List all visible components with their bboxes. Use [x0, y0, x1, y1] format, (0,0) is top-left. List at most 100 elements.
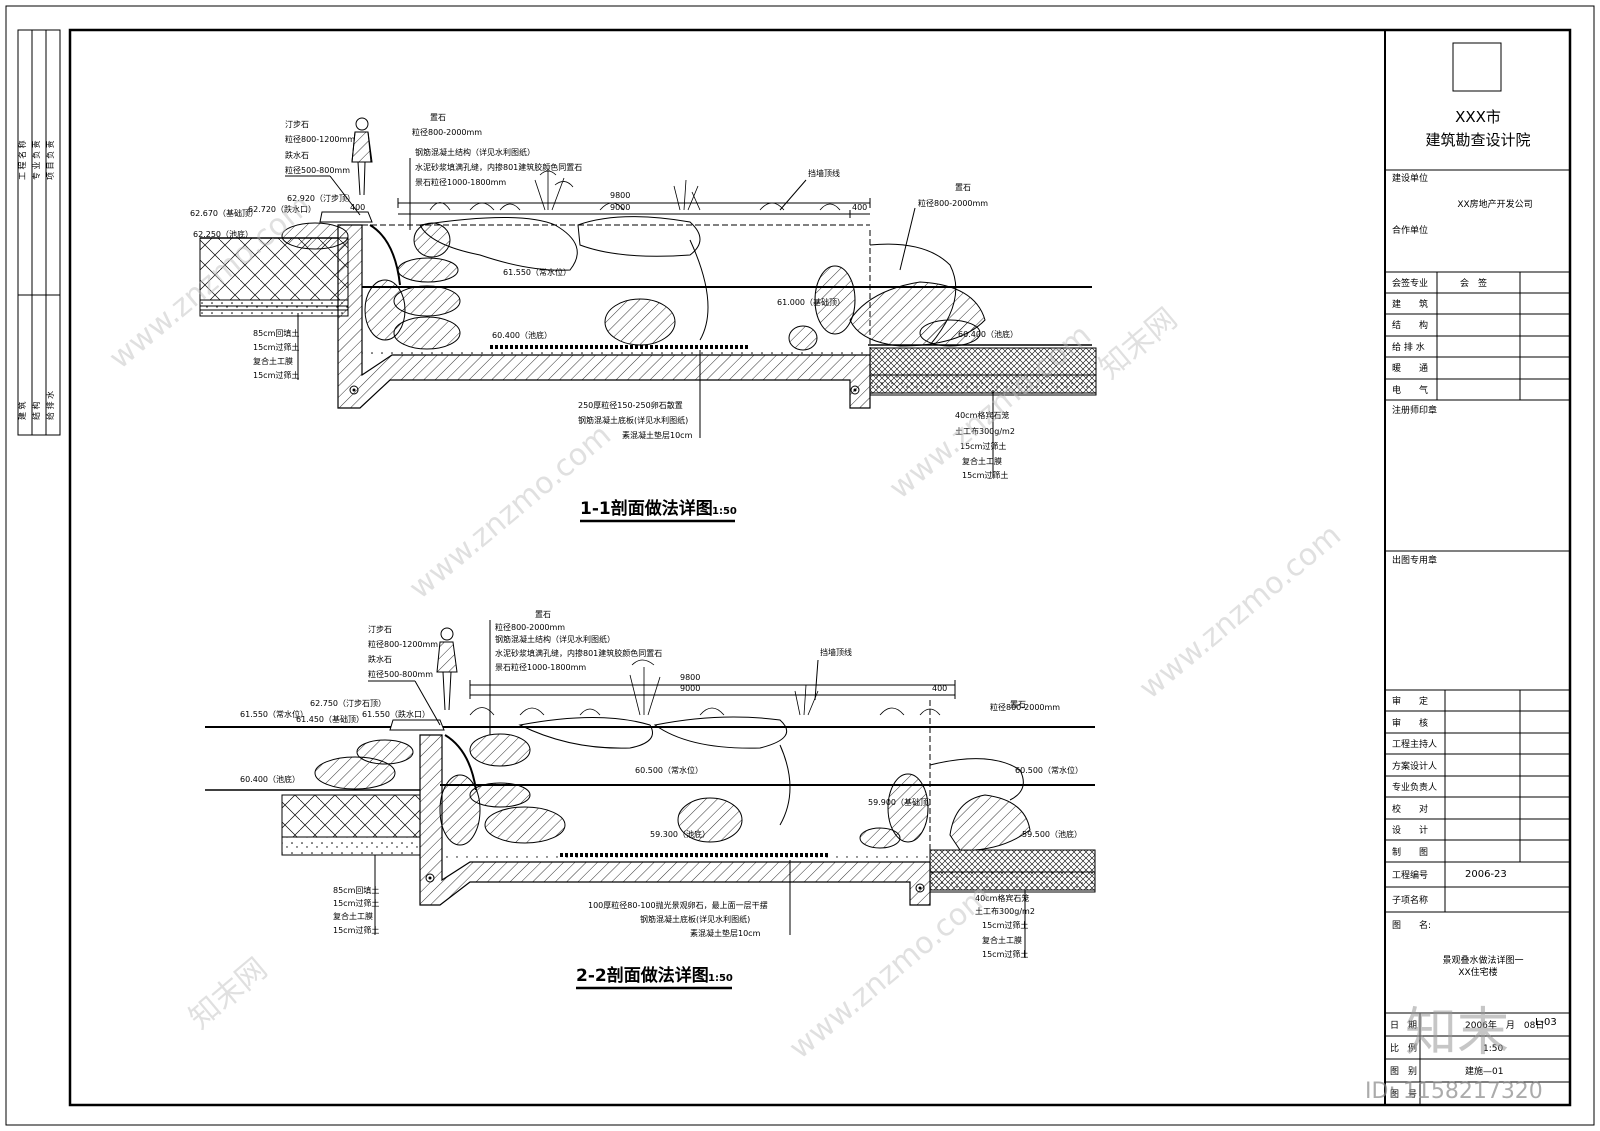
s2-right-3: 15cm过筛土	[982, 920, 1028, 930]
s2-bottom-1: 100厚粒径80-100抛光景观卵石，最上面一层干摆	[588, 900, 768, 910]
s2-stepping-size: 粒径800-1200mm	[368, 639, 438, 649]
strip-text-4: 建 筑	[17, 401, 27, 420]
strip-text-5: 结 构	[31, 401, 41, 420]
scale-value: 1:50	[1483, 1044, 1503, 1054]
partner-label: 合作单位	[1392, 224, 1428, 236]
s2-el-61550b: 61.550（跌水口）	[362, 709, 430, 719]
s2-right-5: 15cm过筛土	[982, 949, 1028, 959]
appr-7: 设 计	[1392, 824, 1428, 836]
watermark-brand-2: 知末网	[1093, 301, 1184, 386]
appr-2: 审 核	[1392, 717, 1428, 729]
disc-hvac: 暖 通	[1392, 362, 1428, 374]
s2-el-60400: 60.400（池底）	[240, 774, 300, 784]
person-figure-2	[436, 627, 458, 711]
s2-bottom-2: 钢筋混凝土底板(详见水利图纸)	[640, 914, 750, 924]
s2-el-59300: 59.300（池底）	[650, 829, 710, 839]
s2-left-layer-2: 15cm过筛土	[333, 898, 379, 908]
s2-bottom-3: 素混凝土垫层10cm	[690, 928, 761, 938]
s2-landscape: 景石粒径1000-1800mm	[495, 662, 586, 672]
s1-mortar: 水泥砂浆填满孔缝，内掺801建筑胶颜色同置石	[415, 162, 582, 172]
s1-stepping: 汀步石	[285, 120, 309, 129]
s2-el-61550a: 61.550（常水位）	[240, 709, 308, 719]
watermark-id: ID: 1158217320	[1365, 1079, 1543, 1104]
subitem-label: 子项名称	[1392, 894, 1428, 906]
s1-dim-400a: 400	[350, 203, 365, 212]
s1-landscape: 景石粒径1000-1800mm	[415, 177, 506, 187]
date-label: 日 期	[1390, 1020, 1417, 1031]
s2-right-2: 土工布300g/m2	[975, 906, 1035, 916]
strip-text-1: 工 程 名 称	[17, 140, 27, 180]
project-no-label: 工程编号	[1392, 869, 1428, 881]
section-1-drawing: 9800 9000 400 400 汀步石 粒径800-1200mm 跌水石 粒…	[190, 113, 1097, 523]
s1-el-62920: 62.920（汀步顶）	[287, 194, 355, 203]
client-value: XX房地产开发公司	[1457, 198, 1532, 210]
watermark-logo: 知末	[1405, 1003, 1509, 1063]
s1-wall-top: 挡墙顶线	[808, 168, 840, 178]
s2-spill-size: 粒径500-800mm	[368, 669, 433, 679]
issue-stamp-label: 出图专用章	[1392, 554, 1437, 566]
logo-box	[1452, 42, 1502, 92]
person-figure-1	[351, 117, 373, 196]
s2-place-size: 粒径800-2000mm	[495, 622, 565, 632]
institute-name-2: 建筑勘查设计院	[1425, 131, 1530, 149]
s1-place-size: 粒径800-2000mm	[412, 127, 482, 137]
s1-dim-9800: 9800	[610, 191, 630, 200]
s2-dim-9800: 9800	[680, 673, 700, 682]
disc-arch: 建 筑	[1392, 298, 1428, 310]
s2-stepping: 汀步石	[368, 625, 392, 634]
s1-el-62720: 62.720（跌水口）	[248, 204, 316, 214]
s2-el-62750: 62.750（汀步石顶）	[310, 699, 386, 708]
disc-elec: 电 气	[1392, 384, 1428, 396]
inner-border	[68, 28, 1572, 1107]
strip-text-3: 项 目 负 责	[45, 140, 55, 180]
s1-right-5: 15cm过筛土	[962, 470, 1008, 480]
s1-stepping-size: 粒径800-1200mm	[285, 134, 355, 144]
s1-spill-size: 粒径500-800mm	[285, 165, 350, 175]
appr-3: 工程主持人	[1392, 738, 1437, 750]
reg-stamp-label: 注册师印章	[1392, 404, 1437, 416]
s1-left-layer-1: 85cm回填土	[253, 328, 299, 338]
s2-place-stone-r: 置石	[1010, 700, 1026, 709]
category-label: 图 别	[1390, 1066, 1417, 1077]
appr-8: 制 图	[1392, 846, 1428, 858]
s1-right-1: 40cm格宾石笼	[955, 410, 1009, 420]
s2-left-layer-1: 85cm回填土	[333, 885, 379, 895]
appr-6: 校 对	[1392, 803, 1428, 815]
watermark-site-5: www.znzmo.com	[783, 878, 998, 1067]
s1-dim-400b: 400	[852, 203, 867, 212]
sheet-value: L-03	[1535, 1017, 1557, 1028]
section1-title: 1-1剖面做法详图	[580, 498, 713, 519]
s1-spill: 跌水石	[285, 150, 309, 160]
s1-right-3: 15cm过筛土	[960, 441, 1006, 451]
drawing-name-label: 图 名:	[1392, 919, 1431, 931]
plants-1	[429, 168, 841, 211]
s2-el-61450: 61.450（基础顶）	[296, 714, 364, 724]
watermark-site-4: www.znzmo.com	[1133, 518, 1348, 707]
date-value: 2006年 月 08日	[1465, 1019, 1544, 1031]
s2-place-stone: 置石	[535, 610, 551, 619]
s1-el-60400a: 60.400（池底）	[492, 330, 552, 340]
s2-el-60500b: 60.500（常水位）	[1015, 765, 1083, 775]
countersign-header: 会签专业	[1392, 277, 1428, 289]
s2-right-4: 复合土工膜	[982, 935, 1022, 945]
institute-name-1: XXX市	[1455, 108, 1501, 126]
s1-left-layer-2: 15cm过筛土	[253, 342, 299, 352]
section-2-drawing: 9800 9000 400 汀步石 粒径800-1200mm 跌水石 粒径500…	[205, 610, 1096, 990]
s1-place-size-r: 粒径800-2000mm	[918, 198, 988, 208]
approval-grid: 审 定 审 核 工程主持人 方案设计人 专业负责人 校 对 设 计 制 图 工程…	[1385, 690, 1570, 913]
s2-place-size-r: 粒径800-2000mm	[990, 702, 1060, 712]
s1-dim-9000: 9000	[610, 203, 630, 212]
client-label: 建设单位	[1392, 172, 1428, 184]
s1-el-60400b: 60.400（池底）	[958, 329, 1018, 339]
section2-scale: 1:50	[708, 973, 733, 984]
drawing-name-2: XX住宅楼	[1458, 966, 1497, 978]
s2-wall-top: 挡墙顶线	[820, 647, 852, 657]
s1-place-stone: 置石	[430, 113, 446, 122]
s2-dim-9000: 9000	[680, 684, 700, 693]
s1-left-layer-3: 复合土工膜	[253, 356, 293, 366]
s1-el-61550: 61.550（常水位）	[503, 267, 571, 277]
strip-text-6: 给 排 水	[45, 391, 55, 420]
sheet-label: 图 号	[1390, 1089, 1417, 1100]
s1-right-2: 土工布300g/m2	[955, 426, 1015, 436]
